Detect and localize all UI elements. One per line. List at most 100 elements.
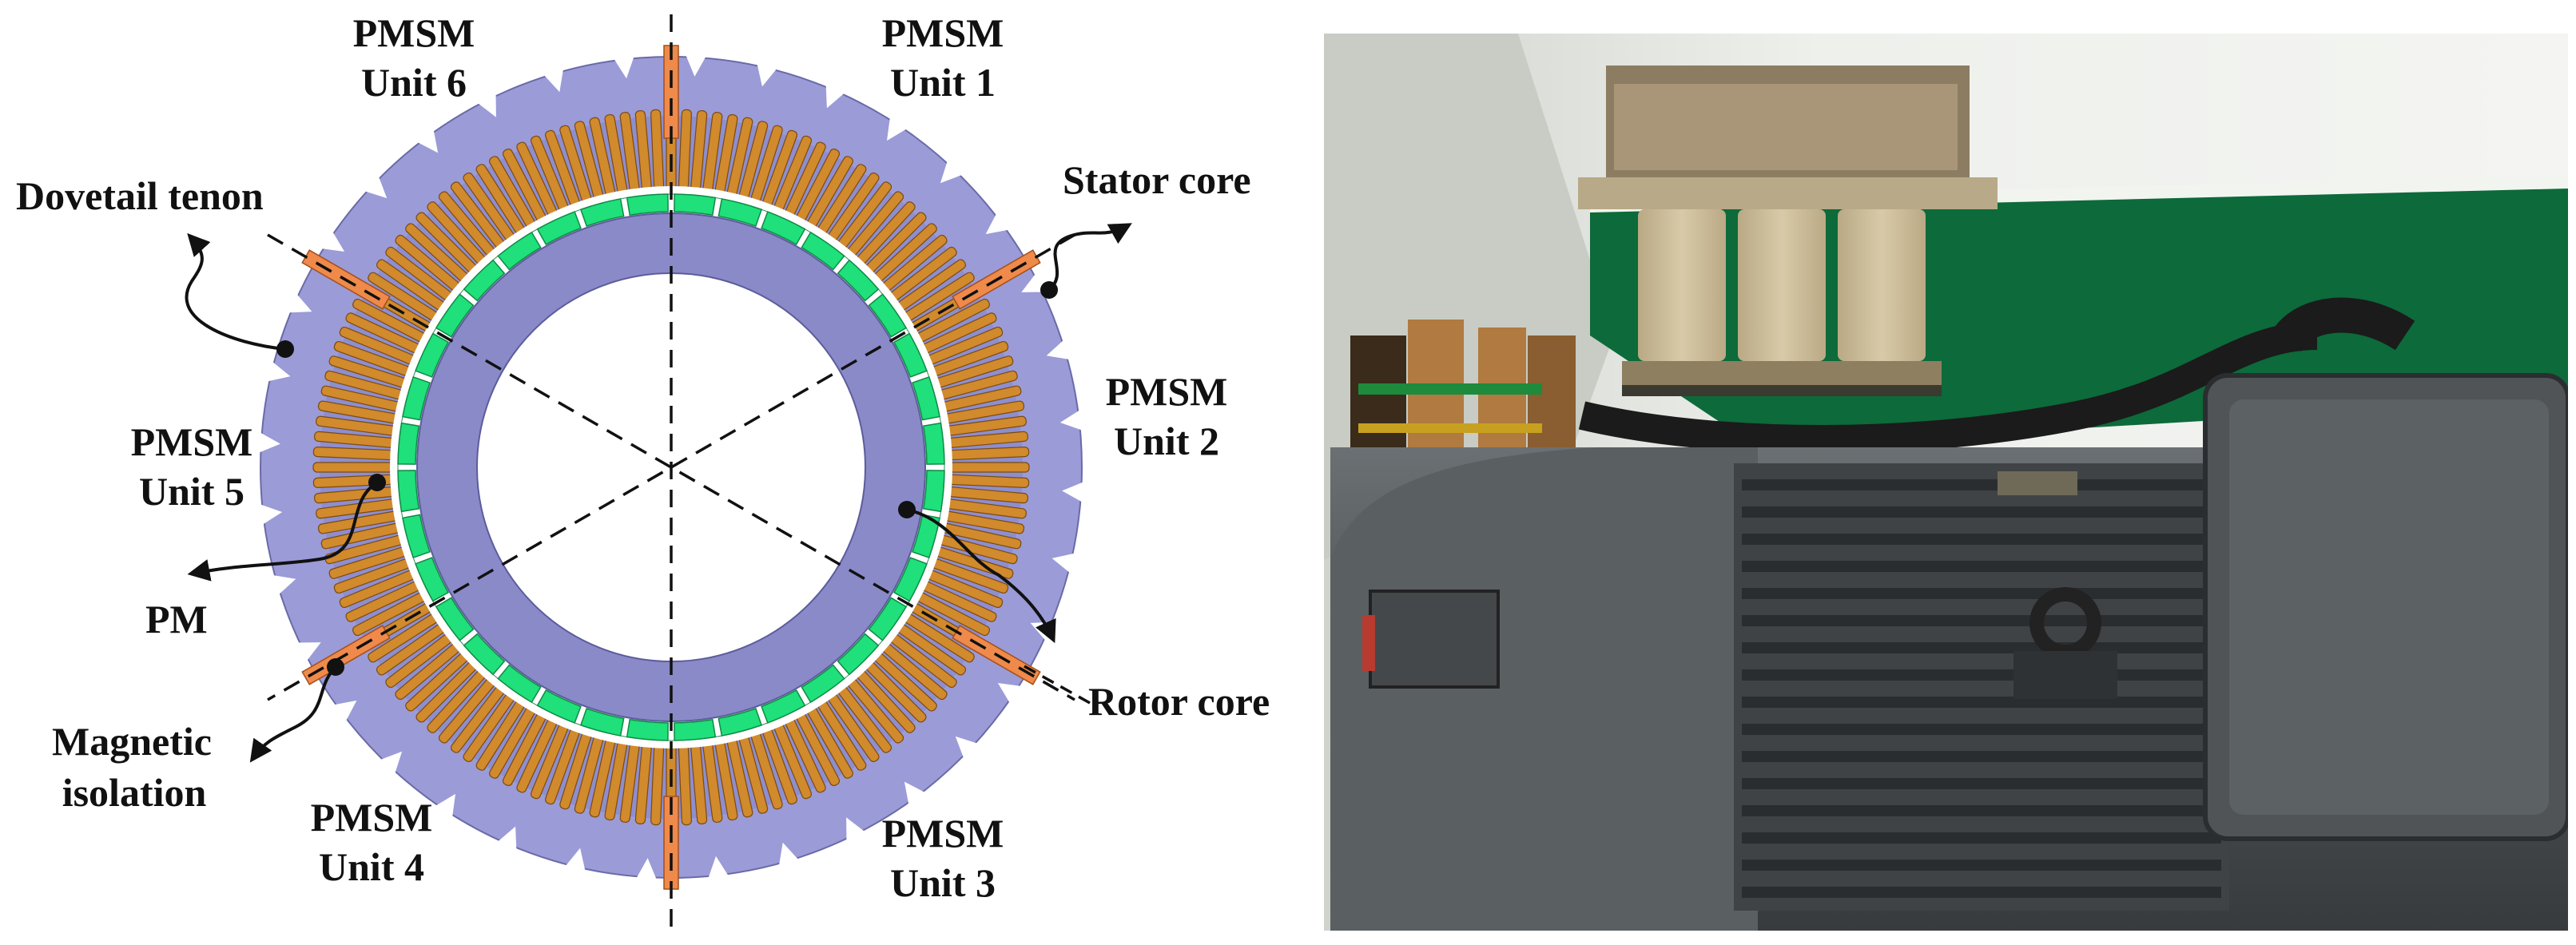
motor-fin bbox=[1742, 697, 2221, 708]
permanent-magnet bbox=[801, 231, 845, 271]
motor-fin bbox=[1742, 805, 2221, 816]
stator-notch bbox=[271, 574, 296, 596]
permanent-magnet bbox=[579, 708, 625, 737]
stator-notches bbox=[257, 54, 1085, 881]
unit-division-lines bbox=[267, 14, 1075, 927]
permanent-magnet bbox=[837, 633, 880, 676]
permanent-magnet bbox=[415, 557, 449, 602]
motor-fin bbox=[1742, 534, 2221, 545]
callout-leaders bbox=[185, 223, 1132, 763]
stator-notch bbox=[1051, 553, 1076, 574]
permanent-magnet bbox=[912, 375, 940, 421]
permanent-magnet bbox=[397, 422, 420, 465]
stator-notch bbox=[1046, 339, 1071, 360]
stator-notch bbox=[1059, 409, 1083, 431]
permanent-magnet bbox=[761, 211, 806, 245]
permanent-magnet bbox=[536, 211, 582, 245]
stator-notch bbox=[415, 129, 439, 153]
stator-notch bbox=[476, 92, 496, 117]
stator-notch bbox=[825, 83, 846, 109]
dovetail-tenon-label: Dovetail tenon bbox=[16, 173, 264, 218]
stator-notch bbox=[543, 67, 564, 93]
permanent-magnet bbox=[674, 193, 717, 216]
motor-fin bbox=[1742, 479, 2221, 490]
stator-notch bbox=[1021, 272, 1047, 292]
stator-notch bbox=[955, 736, 980, 760]
stator-notch bbox=[257, 431, 280, 454]
permanent-magnet bbox=[463, 259, 506, 302]
motor-fin bbox=[1742, 778, 2221, 789]
motor-fin bbox=[1742, 669, 2221, 681]
permanent-magnet bbox=[868, 293, 908, 338]
photo-cable-loop bbox=[2269, 297, 2415, 353]
callout-dots bbox=[276, 281, 1058, 676]
stator-slot bbox=[312, 462, 394, 473]
stator-notch bbox=[296, 642, 321, 662]
motor-fin bbox=[1742, 588, 2221, 599]
photo-motor bbox=[1330, 373, 2568, 931]
permanent-magnet bbox=[801, 664, 845, 704]
permanent-magnet bbox=[718, 708, 763, 737]
permanent-magnet bbox=[912, 514, 940, 559]
stator-notch bbox=[997, 683, 1023, 705]
permanent-magnets bbox=[397, 193, 945, 741]
stator-notch bbox=[1062, 481, 1085, 503]
permanent-magnet bbox=[837, 259, 880, 302]
permanent-magnet bbox=[868, 597, 908, 641]
rotor-core-label: Rotor core bbox=[1088, 679, 1270, 724]
photo-transformer bbox=[1578, 66, 1998, 396]
stator-notch bbox=[846, 817, 866, 843]
motor-test-bench-photo bbox=[1324, 34, 2568, 931]
stator-notch bbox=[940, 159, 964, 184]
permanent-magnet bbox=[435, 597, 475, 641]
stator-notch bbox=[685, 54, 707, 77]
stator-notch bbox=[320, 230, 345, 252]
stator-notch bbox=[707, 856, 729, 879]
motor-fin bbox=[1742, 642, 2221, 653]
motor-fin bbox=[1742, 887, 2221, 898]
permanent-magnet bbox=[463, 633, 506, 676]
permanent-magnet bbox=[626, 718, 669, 741]
permanent-magnet bbox=[497, 664, 542, 704]
photo-cable bbox=[1578, 321, 2318, 454]
stator-notch bbox=[904, 781, 927, 806]
stator-slot bbox=[948, 462, 1030, 473]
permanent-magnet bbox=[415, 332, 449, 378]
permanent-magnet bbox=[435, 293, 475, 338]
permanent-magnet bbox=[674, 718, 717, 741]
stator-core-label: Stator core bbox=[1063, 157, 1251, 202]
permanent-magnet bbox=[579, 198, 625, 227]
stator-notch bbox=[887, 116, 908, 141]
stator-notch bbox=[266, 360, 291, 382]
permanent-magnet bbox=[718, 198, 763, 227]
motor-fin bbox=[1742, 506, 2221, 518]
motor-fin bbox=[1742, 860, 2221, 871]
stator-notch bbox=[287, 292, 312, 313]
permanent-magnet bbox=[497, 231, 542, 271]
stator-notch bbox=[635, 858, 658, 881]
stator-notch bbox=[259, 503, 283, 526]
motor-fin bbox=[1742, 561, 2221, 572]
stator-notch bbox=[363, 175, 388, 199]
stator-notch bbox=[985, 212, 1010, 235]
stator-notch bbox=[434, 793, 455, 819]
stator-slots bbox=[312, 109, 1030, 826]
motor-fin bbox=[1742, 615, 2221, 626]
permanent-magnet bbox=[761, 689, 806, 724]
motor-fin bbox=[1742, 751, 2221, 762]
permanent-magnet bbox=[893, 332, 928, 378]
stator-notch bbox=[496, 826, 517, 852]
permanent-magnet bbox=[402, 514, 431, 559]
permanent-magnet bbox=[922, 470, 945, 513]
stator-notch bbox=[332, 700, 357, 723]
motor-fin bbox=[1742, 832, 2221, 844]
stator-notch bbox=[757, 62, 778, 87]
pm-label: PM bbox=[145, 597, 208, 641]
stator-notch bbox=[613, 55, 635, 79]
